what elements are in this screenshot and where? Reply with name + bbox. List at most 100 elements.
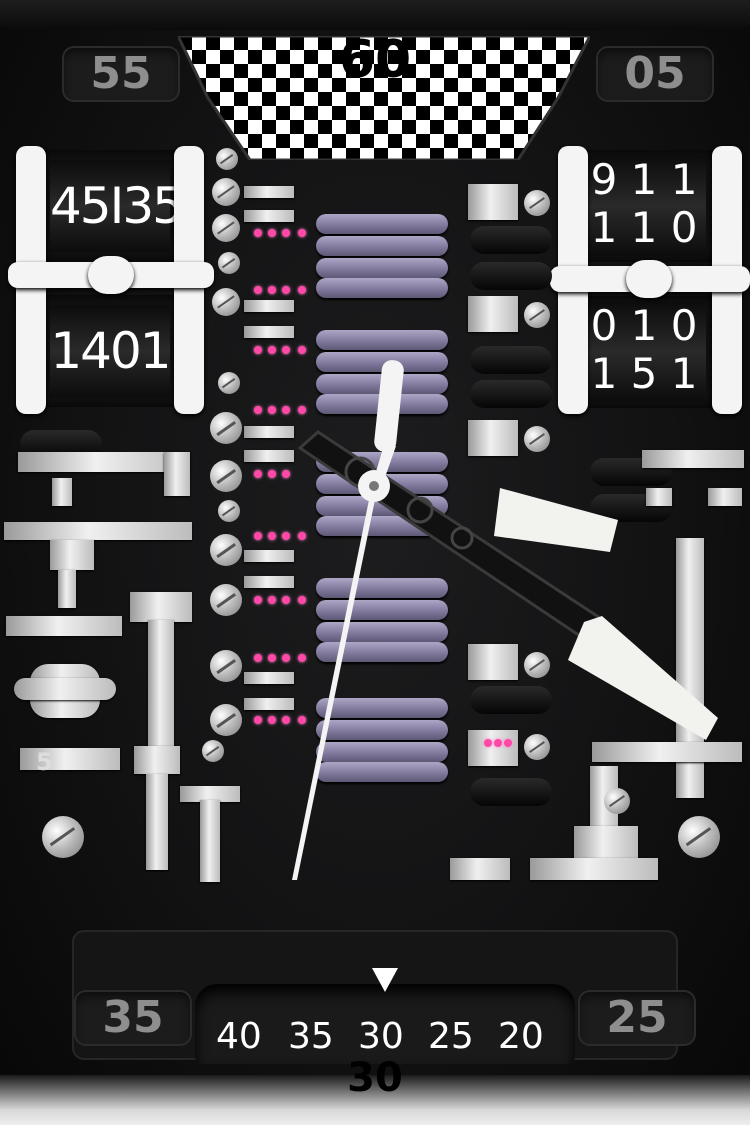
roller	[470, 346, 552, 374]
steel-lever	[244, 576, 294, 588]
jewel	[254, 406, 262, 414]
screw	[524, 302, 550, 328]
minute-hand	[292, 360, 404, 880]
steel-block	[468, 644, 518, 680]
jewel	[282, 470, 290, 478]
right-h-hub	[626, 260, 672, 298]
jewel	[484, 739, 492, 747]
screw	[218, 252, 240, 274]
jewel	[298, 532, 306, 540]
jewel	[254, 654, 262, 662]
jewel	[282, 716, 290, 724]
hand-hub-center	[369, 481, 379, 491]
jewel	[254, 286, 262, 294]
screw	[202, 740, 224, 762]
screw	[210, 412, 242, 444]
jewel	[282, 532, 290, 540]
marker-60: 60	[338, 30, 412, 90]
steel-lever	[244, 698, 294, 710]
steel-lever	[244, 426, 294, 438]
jewel	[268, 406, 276, 414]
jewel	[298, 654, 306, 662]
screw	[210, 704, 242, 736]
jewel	[254, 470, 262, 478]
screw	[212, 214, 240, 242]
jewel	[282, 346, 290, 354]
jewel	[268, 596, 276, 604]
screw	[524, 652, 550, 678]
steel-block	[708, 488, 742, 506]
screw	[604, 788, 630, 814]
steel-rail	[450, 858, 510, 880]
jewel	[298, 229, 306, 237]
scale-value-35: 35	[288, 1016, 334, 1057]
screw	[524, 426, 550, 452]
steel-shaft	[148, 620, 174, 750]
screw	[42, 816, 84, 858]
steel-block	[574, 826, 638, 860]
roller	[470, 778, 552, 806]
steel-rail	[180, 786, 240, 802]
marker-25: 25	[578, 990, 696, 1046]
coil-4	[316, 578, 448, 664]
jewel	[298, 406, 306, 414]
steel-rail	[6, 616, 122, 636]
roller	[470, 686, 552, 714]
jewel	[268, 532, 276, 540]
right-bottom-line1: 0 1 0	[590, 301, 698, 350]
steel-lever	[244, 450, 294, 462]
jewel	[282, 654, 290, 662]
screw	[210, 460, 242, 492]
side-glyph: 5	[36, 748, 53, 776]
jewel	[298, 346, 306, 354]
jewel	[268, 470, 276, 478]
right-bottom-line2: 1 5 1	[590, 349, 698, 398]
jewel	[254, 596, 262, 604]
left-bottom-window: 1401	[40, 295, 180, 407]
jewel	[268, 346, 276, 354]
right-top-line1: 9 1 1	[590, 155, 698, 204]
screw	[218, 372, 240, 394]
steel-block	[468, 420, 518, 456]
steel-post	[58, 570, 76, 608]
case-top-edge	[0, 0, 750, 30]
steel-rail	[4, 522, 192, 540]
coil-1	[316, 214, 448, 300]
steel-rotor-axle	[14, 678, 116, 700]
screw	[210, 534, 242, 566]
coil-5	[316, 698, 448, 784]
steel-rail	[530, 858, 658, 880]
right-top-line2: 1 1 0	[590, 203, 698, 252]
screw	[678, 816, 720, 858]
scale-value-25: 25	[428, 1016, 474, 1057]
steel-post	[52, 478, 72, 506]
jewel	[268, 229, 276, 237]
steel-lever	[244, 210, 294, 222]
jewel	[254, 346, 262, 354]
steel-lever	[244, 300, 294, 312]
jewel	[282, 596, 290, 604]
steel-shaft	[146, 774, 168, 870]
jewel	[282, 286, 290, 294]
screw	[218, 500, 240, 522]
checkered-flag	[178, 36, 590, 160]
steel-shaft	[200, 800, 220, 882]
bottom-30-label: 30	[347, 1055, 403, 1101]
steel-cap	[130, 592, 192, 622]
case-bottom-edge	[0, 1075, 750, 1125]
jewel	[268, 654, 276, 662]
roller	[470, 380, 552, 408]
steel-block	[646, 488, 672, 506]
steel-lever	[244, 186, 294, 198]
left-top-window: 45I35	[40, 150, 184, 262]
screw	[524, 190, 550, 216]
steel-block	[468, 184, 518, 220]
scale-value-20: 20	[498, 1016, 544, 1057]
triangle-down-icon	[372, 968, 398, 992]
steel-arm	[18, 452, 190, 472]
steel-lever	[244, 550, 294, 562]
